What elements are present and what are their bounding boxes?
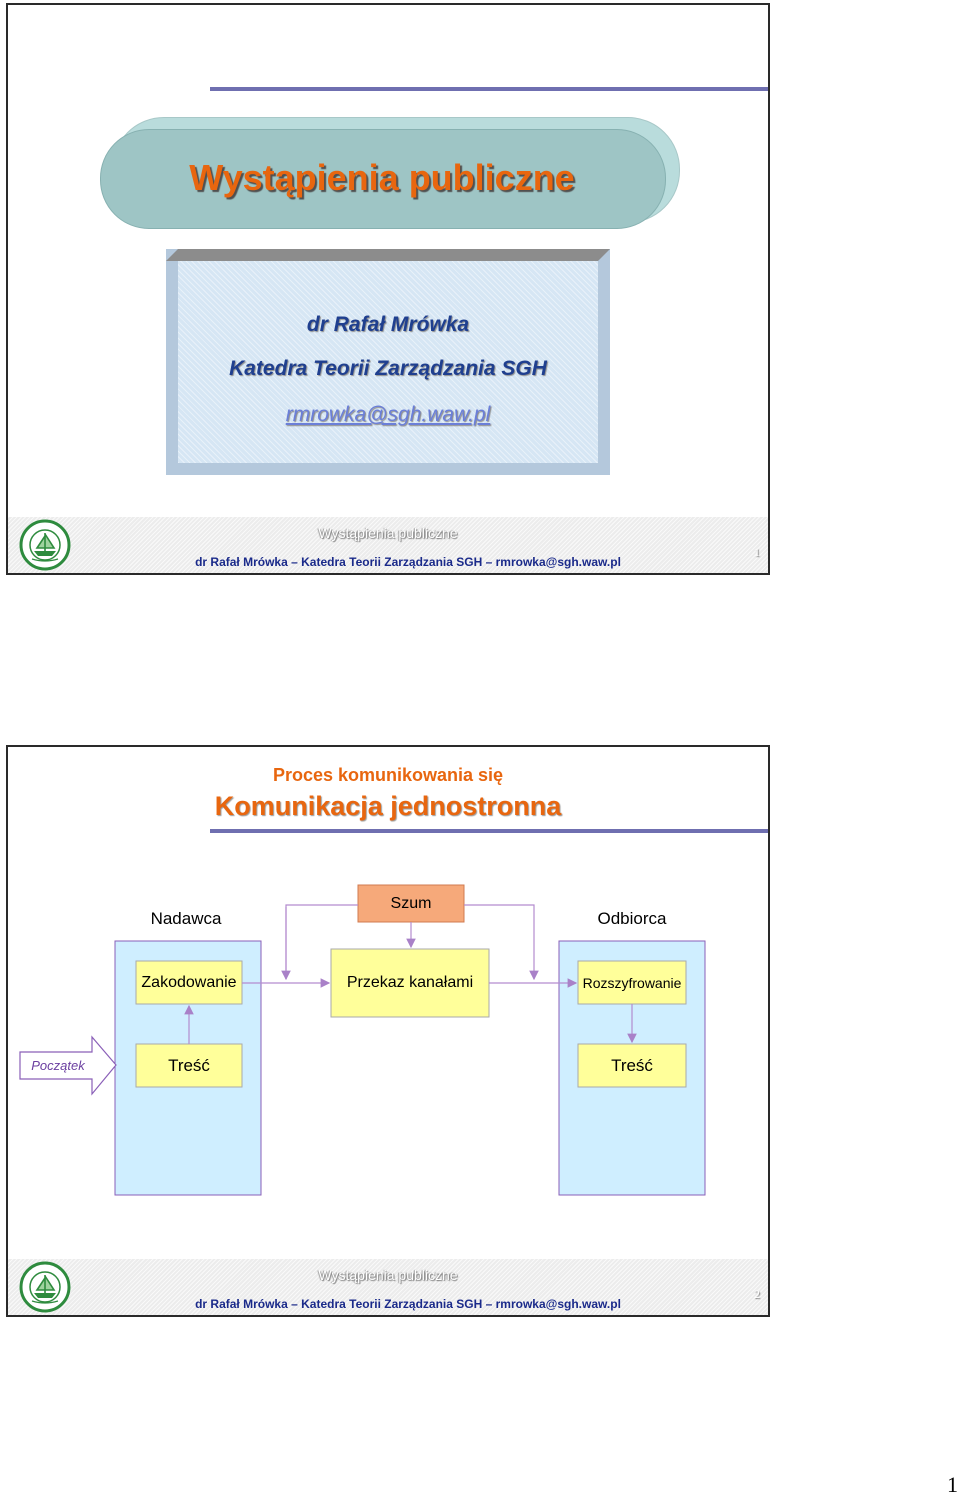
slide-subtitle: Proces komunikowania się [272, 765, 504, 785]
start-label: Początek [31, 1058, 85, 1073]
info-box [178, 261, 598, 463]
decoding-label: Rozszyfrowanie [582, 975, 682, 991]
content-receiver-label: Treść [611, 1056, 653, 1075]
author-name: dr Rafał Mrówka [306, 313, 470, 336]
slide-title: Wystąpienia publiczne [189, 157, 575, 198]
footer-author: dr Rafał Mrówka – Katedra Teorii Zarządz… [195, 1297, 621, 1311]
content-receiver-box [577, 1043, 687, 1088]
block-arrow-right-icon [19, 1035, 117, 1096]
encoding-label: Zakodowanie [141, 974, 237, 991]
page-number: 1 [754, 545, 760, 559]
decoding-box [577, 960, 687, 1005]
receiver-label: Odbiorca [597, 909, 667, 928]
department-name: Katedra Teorii Zarządzania SGH [229, 357, 547, 380]
footer-title: Wystąpienia publiczne [318, 525, 458, 541]
info-box-bevel [166, 249, 610, 261]
title-pill [100, 129, 666, 229]
slide-footer: Wystąpienia publiczne dr Rafał Mrówka – … [8, 1259, 768, 1315]
sgh-seal-logo-icon [19, 519, 71, 571]
sgh-seal-logo-icon [19, 1261, 71, 1313]
top-rule [210, 829, 768, 833]
page-number: 2 [754, 1287, 760, 1301]
slide-1: Wystąpienia publiczne dr Rafał Mrówka Ka… [6, 3, 770, 575]
content-sender-box [135, 1043, 243, 1088]
channel-label: Przekaz kanałami [346, 974, 474, 991]
noise-box [357, 884, 465, 923]
noise-label: Szum [390, 895, 432, 912]
channel-box [330, 948, 490, 1018]
sender-label: Nadawca [150, 909, 222, 928]
author-email-link[interactable]: rmrowka@sgh.waw.pl [285, 403, 491, 426]
slide-title: Komunikacja jednostronna [214, 791, 562, 821]
content-sender-label: Treść [168, 1056, 210, 1075]
slide-2: Proces komunikowania się Komunikacja jed… [6, 745, 770, 1317]
footer-title: Wystąpienia publiczne [318, 1267, 458, 1283]
communication-diagram [19, 884, 706, 1196]
document-page-number: 1 [947, 1472, 958, 1497]
slide-footer: Wystąpienia publiczne dr Rafał Mrówka – … [8, 517, 768, 573]
top-rule [210, 87, 768, 91]
encoding-box [135, 960, 243, 1005]
footer-author: dr Rafał Mrówka – Katedra Teorii Zarządz… [195, 555, 621, 569]
